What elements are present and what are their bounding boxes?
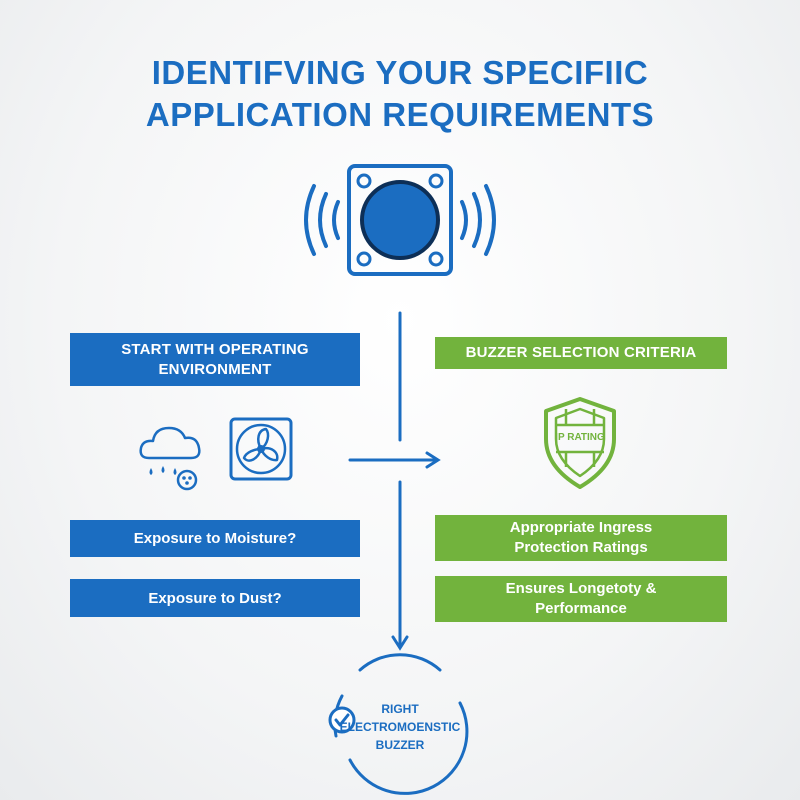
fan-icon <box>229 417 293 481</box>
criterion-longevity-line-1: Ensures Longetoty & <box>505 580 657 597</box>
title-line-2: APPLICATION REQUIREMENTS <box>145 96 655 133</box>
question-dust-text: Exposure to Dust? <box>148 589 282 607</box>
criterion-ingress-line-2: Protection Ratings <box>514 539 648 556</box>
page-title: IDENTIFVING YOUR SPECIFIIC APPLICATION R… <box>0 52 800 136</box>
ip-rating-label: IP RATING <box>555 432 605 443</box>
operating-environment-line-1: START WITH OPERATING <box>121 340 309 358</box>
operating-environment-header: START WITH OPERATING ENVIRONMENT <box>70 333 360 386</box>
selection-criteria-text: BUZZER SELECTION CRITERIA <box>465 344 697 361</box>
result-label: RIGHT ELECTROMOENSTIC BUZZER <box>330 700 470 754</box>
title-line-1: IDENTIFVING YOUR SPECIFIIC <box>151 54 649 91</box>
criterion-ingress-protection: Appropriate Ingress Protection Ratings <box>435 515 727 561</box>
buzzer-icon <box>304 164 496 276</box>
criterion-longevity-line-2: Performance <box>535 600 627 617</box>
sound-wave-icon <box>304 184 496 256</box>
selection-criteria-header: BUZZER SELECTION CRITERIA <box>435 337 727 369</box>
question-moisture: Exposure to Moisture? <box>70 520 360 557</box>
result-line-2: ELECTROMOENSTIC <box>339 720 461 734</box>
cloud-rain-icon <box>139 426 201 491</box>
result-badge <box>328 653 469 795</box>
shield-icon <box>544 397 616 489</box>
question-dust: Exposure to Dust? <box>70 579 360 617</box>
dust-icon <box>176 469 198 491</box>
result-line-3: BUZZER <box>375 738 425 752</box>
check-icon <box>328 706 356 734</box>
criterion-ingress-line-1: Appropriate Ingress <box>509 519 653 536</box>
result-line-1: RIGHT <box>381 702 419 716</box>
operating-environment-line-2: ENVIRONMENT <box>158 360 272 378</box>
question-moisture-text: Exposure to Moisture? <box>133 530 297 547</box>
criterion-longevity: Ensures Longetoty & Performance <box>435 576 727 622</box>
